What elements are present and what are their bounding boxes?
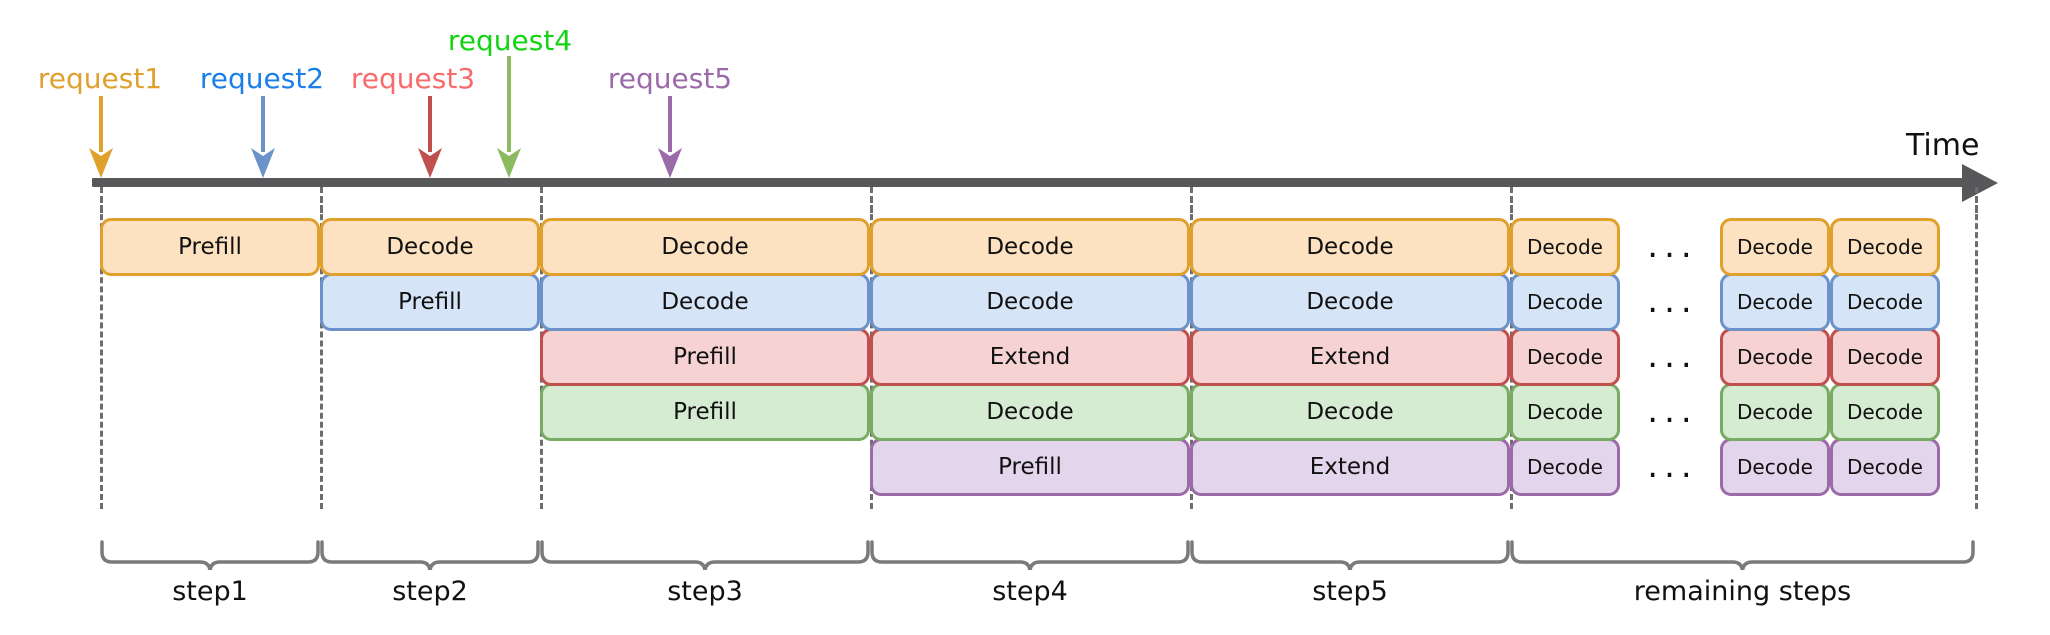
brace-2 <box>540 540 870 570</box>
ellipsis-request1: ... <box>1647 225 1698 266</box>
brace-3 <box>870 540 1190 570</box>
block-request2-1: Prefill <box>320 273 540 331</box>
step-label-5: step5 <box>1312 576 1388 607</box>
time-axis-label: Time <box>1906 128 1980 163</box>
block-request1-3: Decode <box>540 218 870 276</box>
block-request5-2: Extend <box>1190 438 1510 496</box>
block-request5-5: Decode <box>1830 438 1940 496</box>
block-request2-4: Decode <box>1190 273 1510 331</box>
step-label-2: step2 <box>392 576 468 607</box>
block-request4-4: Decode <box>1510 383 1620 441</box>
block-request2-6: Decode <box>1720 273 1830 331</box>
block-request4-5: Decode <box>1720 383 1830 441</box>
block-request5-4: Decode <box>1720 438 1830 496</box>
block-request1-1: Prefill <box>100 218 320 276</box>
request-label-2: request2 <box>199 62 325 95</box>
request-arrow-1 <box>89 96 113 178</box>
block-request4-2: Decode <box>870 383 1190 441</box>
block-request3-1: Prefill <box>540 328 870 386</box>
block-request3-6: Decode <box>1830 328 1940 386</box>
request-arrow-5 <box>658 96 682 178</box>
gridline-1 <box>320 187 323 509</box>
request-arrow-2 <box>251 96 275 178</box>
request-arrow-3 <box>418 96 442 178</box>
block-request2-2: Decode <box>540 273 870 331</box>
brace-1 <box>320 540 540 570</box>
step-label-1: step1 <box>172 576 248 607</box>
block-request5-3: Decode <box>1510 438 1620 496</box>
brace-5 <box>1510 540 1975 570</box>
block-request1-7: Decode <box>1720 218 1830 276</box>
block-request3-2: Extend <box>870 328 1190 386</box>
axis-tick-3 <box>870 187 873 213</box>
step-label-4: step4 <box>992 576 1068 607</box>
block-request4-1: Prefill <box>540 383 870 441</box>
axis-tick-1 <box>320 187 323 213</box>
gridline-0 <box>100 187 103 509</box>
axis-tick-0 <box>100 187 103 213</box>
block-request1-5: Decode <box>1190 218 1510 276</box>
ellipsis-request2: ... <box>1647 280 1698 321</box>
request-arrow-4 <box>497 56 521 178</box>
block-request2-7: Decode <box>1830 273 1940 331</box>
axis-tick-6 <box>1975 187 1978 213</box>
time-axis-arrowhead <box>1962 164 1998 202</box>
block-request4-6: Decode <box>1830 383 1940 441</box>
block-request3-5: Decode <box>1720 328 1830 386</box>
block-request1-6: Decode <box>1510 218 1620 276</box>
request-label-5: request5 <box>607 62 733 95</box>
block-request1-4: Decode <box>870 218 1190 276</box>
block-request1-2: Decode <box>320 218 540 276</box>
time-axis-line <box>92 178 1972 187</box>
block-request2-5: Decode <box>1510 273 1620 331</box>
block-request4-3: Decode <box>1190 383 1510 441</box>
step-label-3: step3 <box>667 576 743 607</box>
block-request3-3: Extend <box>1190 328 1510 386</box>
brace-4 <box>1190 540 1510 570</box>
axis-tick-5 <box>1510 187 1513 213</box>
request-label-1: request1 <box>37 62 163 95</box>
block-request2-3: Decode <box>870 273 1190 331</box>
axis-tick-4 <box>1190 187 1193 213</box>
block-request5-1: Prefill <box>870 438 1190 496</box>
gridline-6 <box>1975 187 1978 509</box>
ellipsis-request3: ... <box>1647 335 1698 376</box>
request-label-4: request4 <box>447 24 573 57</box>
step-label-6: remaining steps <box>1633 576 1852 607</box>
block-request3-4: Decode <box>1510 328 1620 386</box>
ellipsis-request4: ... <box>1647 390 1698 431</box>
ellipsis-request5: ... <box>1647 445 1698 486</box>
axis-tick-2 <box>540 187 543 213</box>
request-label-3: request3 <box>350 62 476 95</box>
brace-0 <box>100 540 320 570</box>
block-request1-8: Decode <box>1830 218 1940 276</box>
